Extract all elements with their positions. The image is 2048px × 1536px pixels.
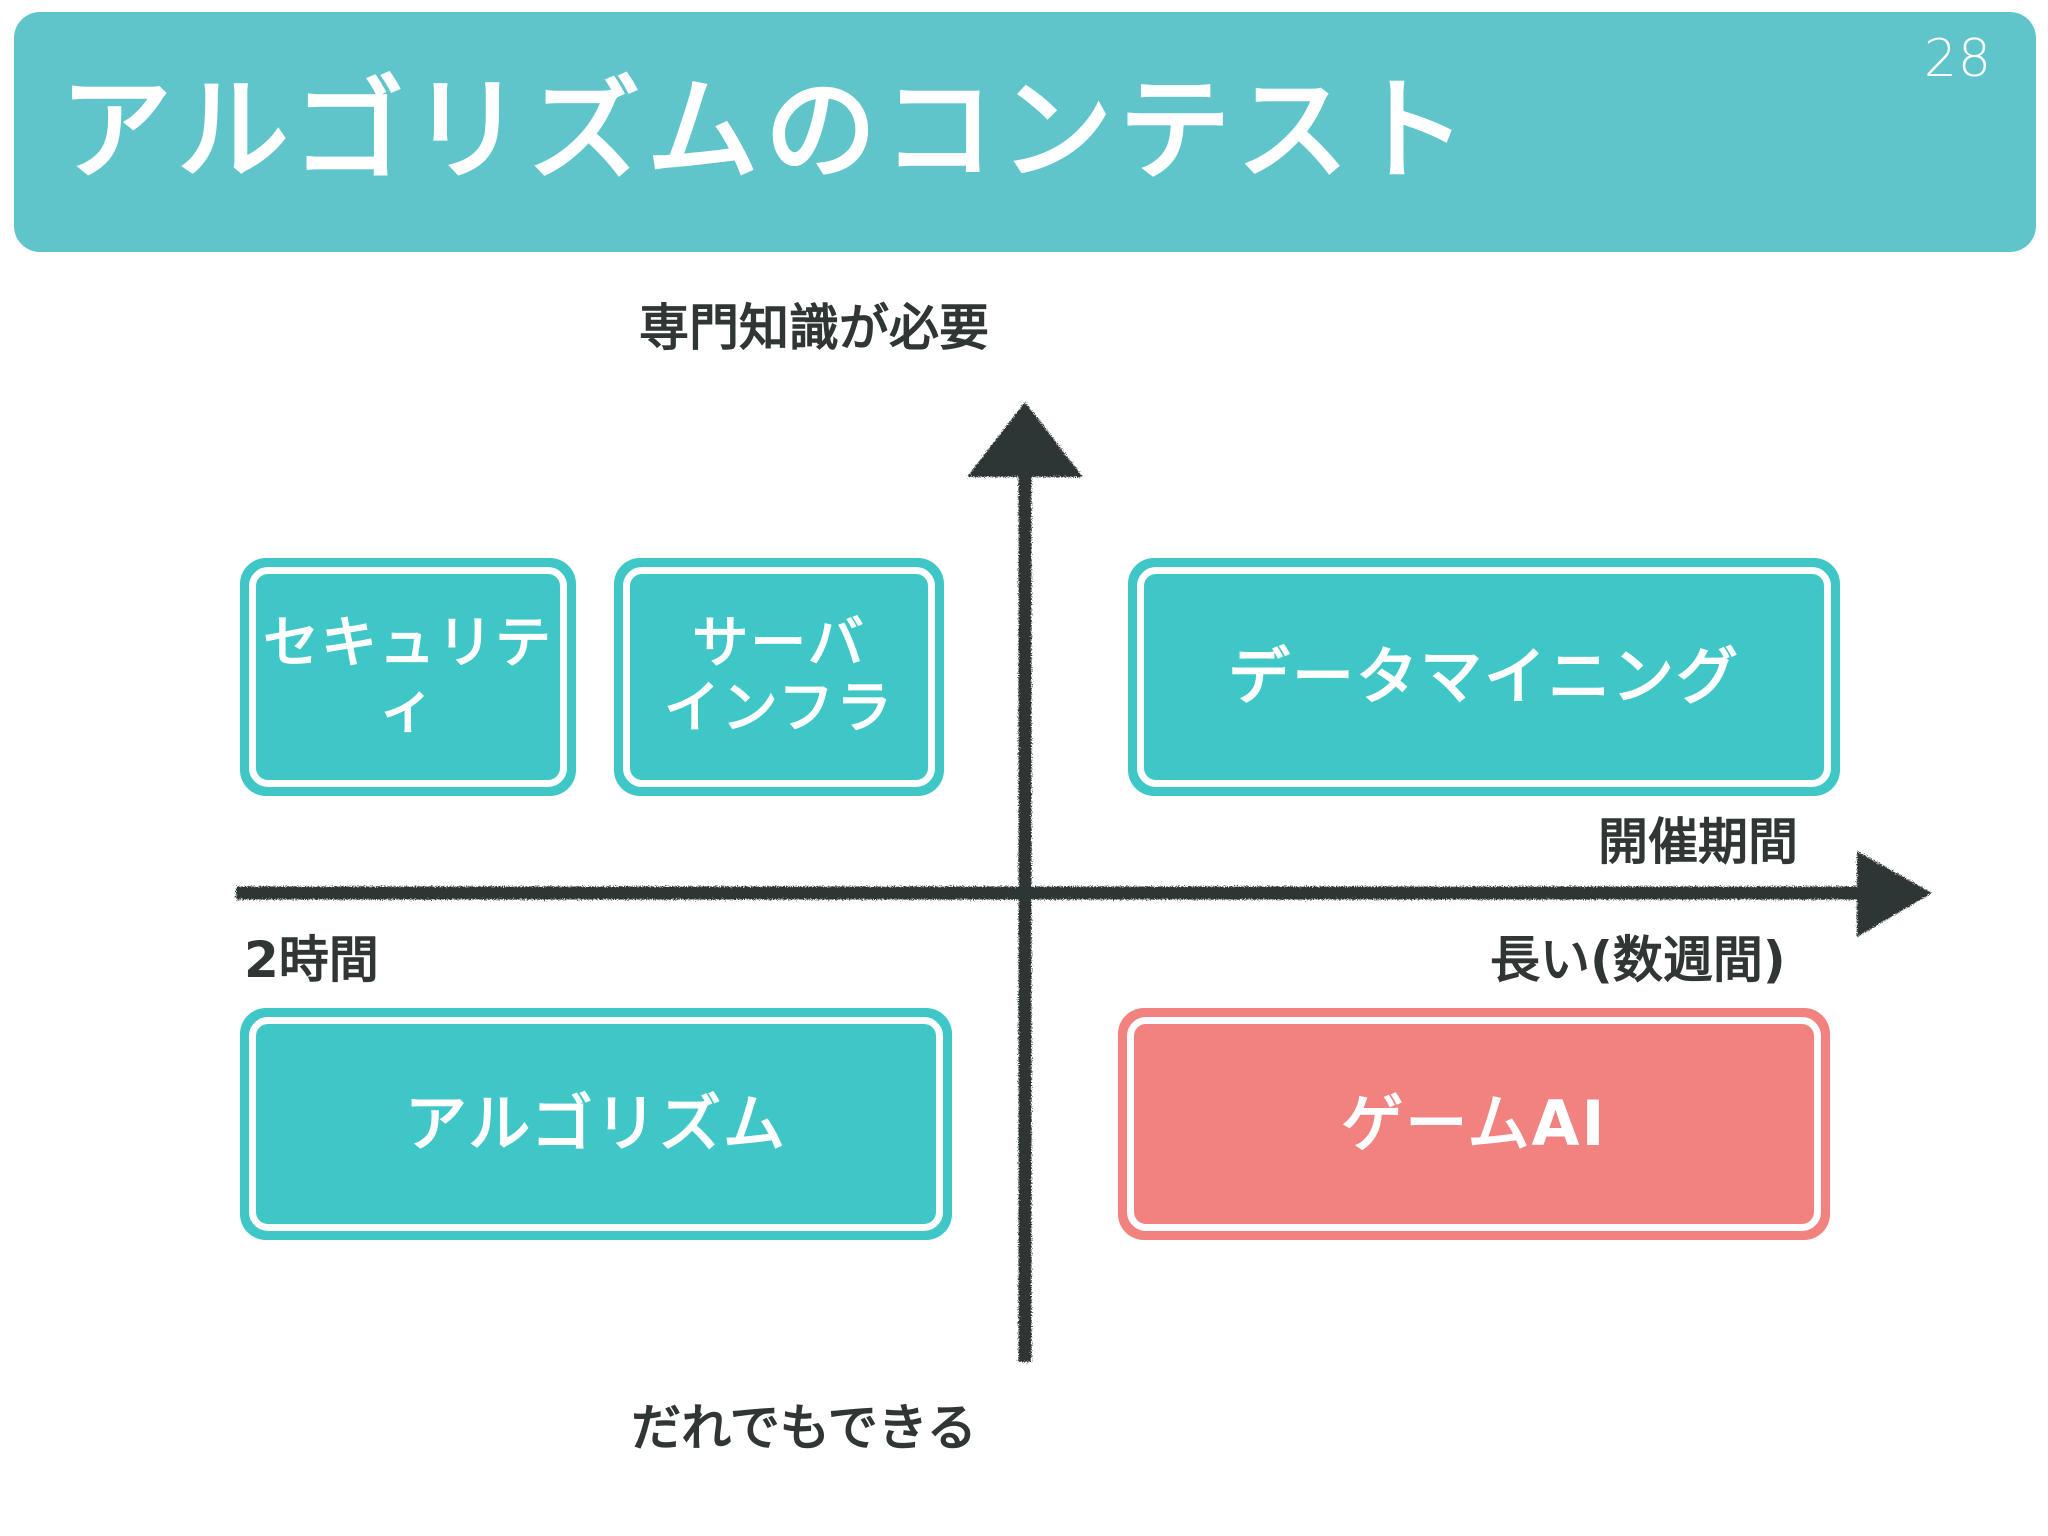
item-label-server-infra-line2: インフラ — [663, 676, 895, 741]
slide-title-bar: アルゴリズムのコンテスト 28 — [14, 12, 2036, 252]
item-box-data-mining[interactable]: データマイニング — [1128, 558, 1840, 796]
x-axis-right-label: 長い(数週間) — [1490, 931, 1786, 989]
x-axis-name-label: 開催期間 — [1598, 813, 1798, 871]
page-number: 28 — [1923, 29, 1992, 89]
item-box-algorithm[interactable]: アルゴリズム — [240, 1008, 952, 1240]
item-label-game-ai: ゲームAI — [1341, 1087, 1607, 1161]
y-axis-top-label: 専門知識が必要 — [639, 299, 989, 357]
item-box-server-infra[interactable]: サーバ インフラ — [614, 558, 944, 796]
x-axis-left-label: 2時間 — [244, 931, 379, 989]
item-label-server-infra-line1: サーバ — [692, 611, 866, 677]
item-label-server-infra: サーバ インフラ — [650, 611, 908, 742]
item-box-game-ai[interactable]: ゲームAI — [1118, 1008, 1830, 1240]
page-title: アルゴリズムのコンテスト — [60, 66, 1473, 196]
x-axis-arrowhead — [1857, 851, 1932, 937]
item-label-algorithm: アルゴリズム — [404, 1087, 788, 1161]
item-label-data-mining: データマイニング — [1227, 640, 1740, 714]
item-label-security: セキュリティ — [263, 611, 553, 741]
y-axis-bottom-label: だれでもできる — [631, 1399, 977, 1457]
item-box-security[interactable]: セキュリティ — [240, 558, 576, 796]
y-axis-arrowhead — [967, 402, 1083, 477]
